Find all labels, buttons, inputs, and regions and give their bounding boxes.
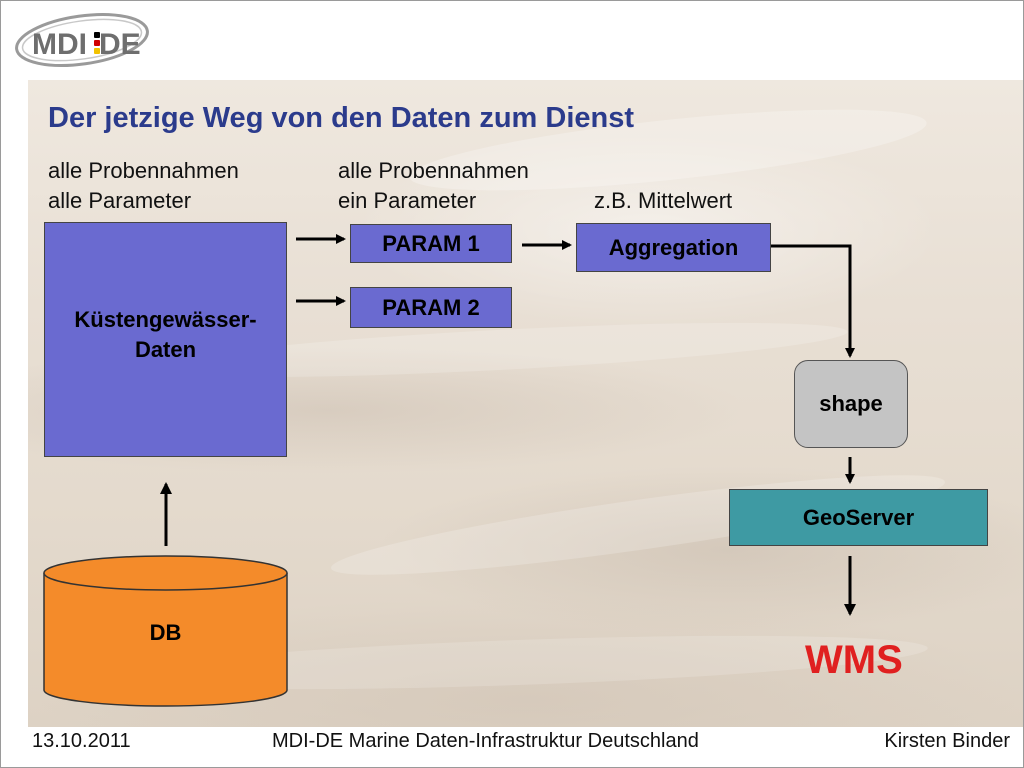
footer-date: 13.10.2011 <box>32 730 131 752</box>
caption-col3: z.B. Mittelwert <box>594 188 733 213</box>
logo-text-left: MDI <box>32 28 87 61</box>
logo-text: MDI DE <box>32 28 141 62</box>
logo-swoosh-icon <box>15 13 149 67</box>
kuesten-label-line2: Daten <box>134 336 197 362</box>
footer-center: MDI-DE Marine Daten-Infrastruktur Deutsc… <box>272 730 699 752</box>
logo-flag-icon <box>94 32 100 54</box>
caption-col1-line2: alle Parameter <box>48 188 192 213</box>
wms-label: WMS <box>805 638 903 682</box>
caption-col2-line2: ein Parameter <box>338 188 477 213</box>
footer-author: Kirsten Binder <box>884 730 1010 752</box>
kuestengewaesser-daten-box: Küstengewässer- Daten <box>44 222 287 457</box>
arrow-aggregation-to-shape <box>771 244 855 358</box>
caption-col1: alle Probennahmen alle Parameter <box>48 156 239 216</box>
geoserver-box: GeoServer <box>729 489 988 546</box>
aggregation-box: Aggregation <box>576 223 771 272</box>
param2-box: PARAM 2 <box>350 287 512 328</box>
mdi-de-logo: MDI DE <box>12 8 152 70</box>
slide-title: Der jetzige Weg von den Daten zum Dienst <box>48 102 635 134</box>
logo-text-right: DE <box>99 28 141 61</box>
param1-box: PARAM 1 <box>350 224 512 263</box>
db-label: DB <box>149 620 182 645</box>
caption-col2: alle Probennahmen ein Parameter <box>338 156 529 216</box>
caption-col2-line1: alle Probennahmen <box>338 158 529 183</box>
caption-col1-line1: alle Probennahmen <box>48 158 239 183</box>
kuesten-label-line1: Küstengewässer- <box>74 306 257 332</box>
db-cylinder-icon <box>43 555 288 707</box>
shape-node: shape <box>794 360 908 448</box>
